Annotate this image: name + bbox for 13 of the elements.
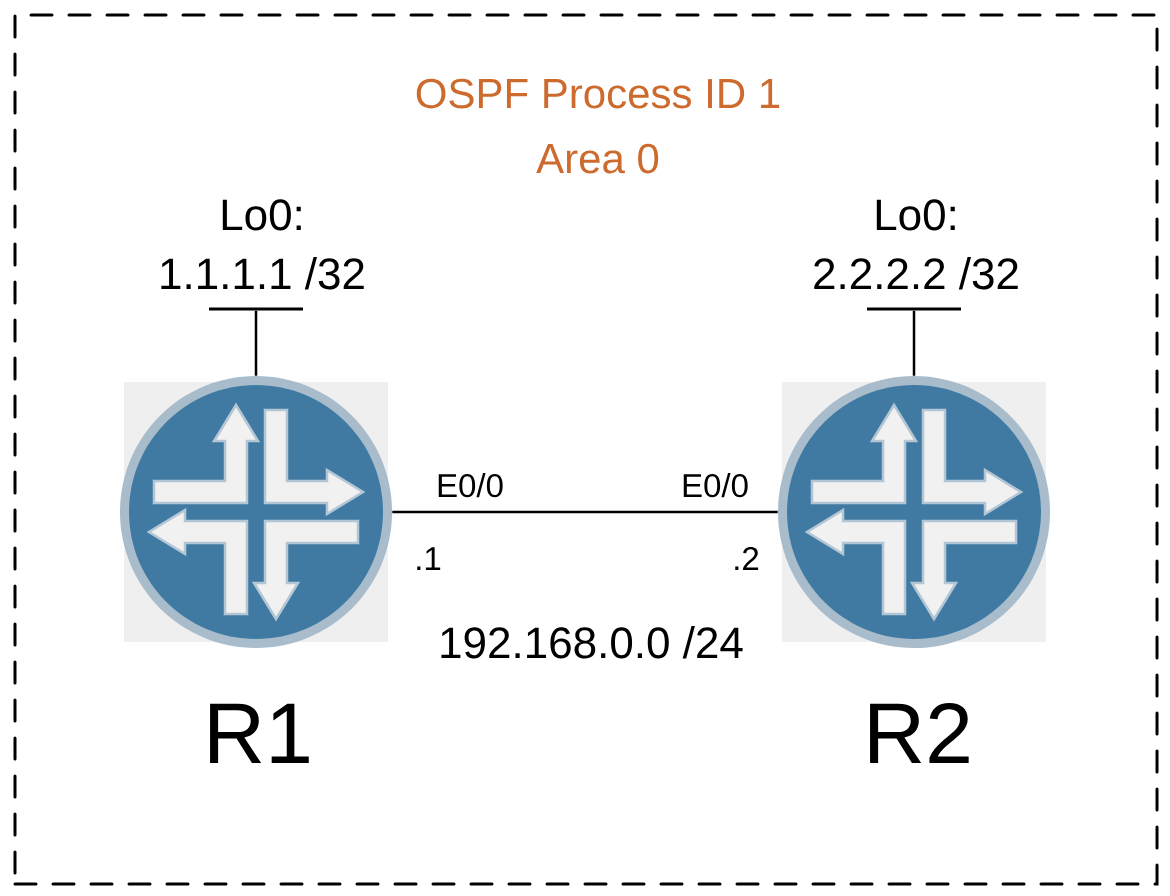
- link-line: [912, 310, 916, 376]
- address-label: Lo0: 2.2.2.2 /32: [814, 199, 1018, 290]
- host-address-label: .1: [417, 547, 441, 570]
- host-address-label: .2: [735, 546, 759, 570]
- address-label: Lo0: 1.1.1.1 /32: [161, 199, 364, 290]
- subnet-label: 192.168.0.0 /24: [441, 626, 743, 659]
- link-line: [254, 310, 258, 376]
- router-label: R1: [210, 703, 309, 763]
- area-title: OSPF Process ID 1 Area 0: [416, 78, 780, 174]
- interface-label: E0/0: [438, 473, 503, 498]
- link-line: [392, 510, 778, 514]
- router-label: R2: [870, 702, 969, 763]
- interface-label: E0/0: [683, 473, 748, 498]
